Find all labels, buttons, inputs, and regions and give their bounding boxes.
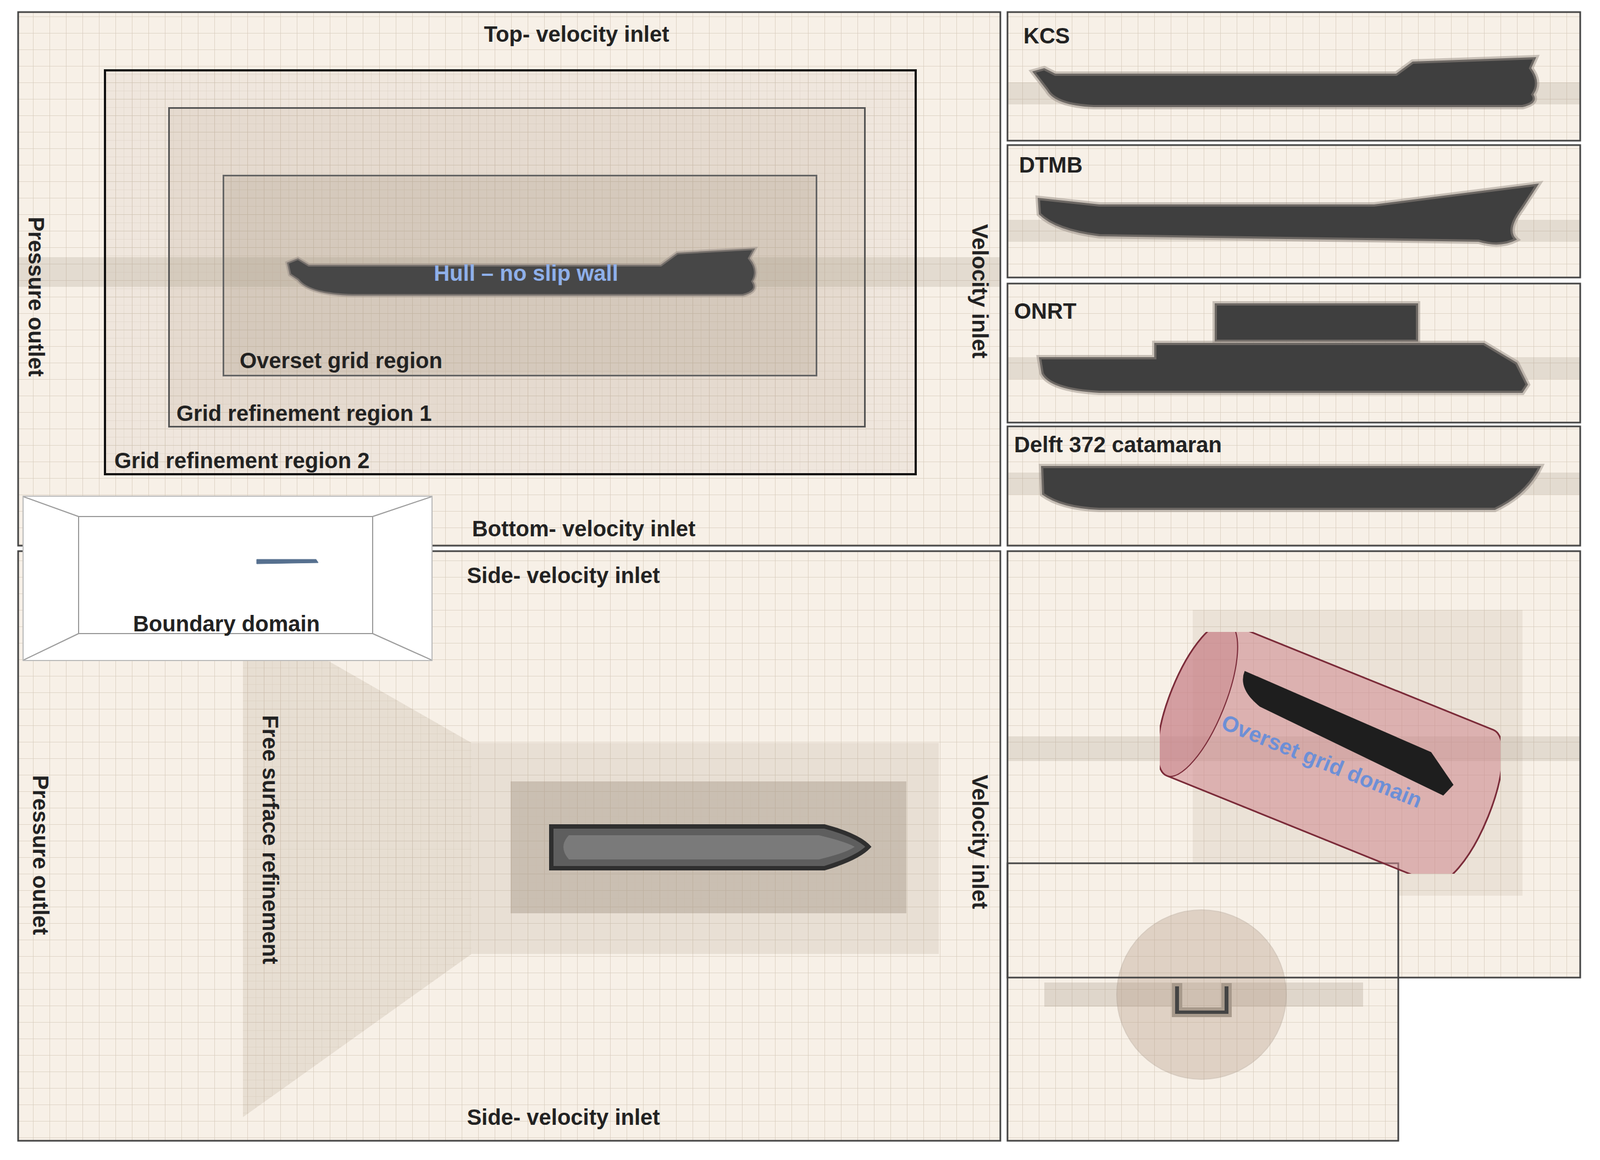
hull-shape: Hull – no slip wall	[283, 246, 759, 298]
region-label: Side- velocity inlet	[466, 563, 660, 588]
region-label: Overset grid region	[239, 348, 443, 373]
hull-panel: Delft 372 catamaran	[1007, 426, 1581, 546]
rotated-label: Free surface refinement	[258, 715, 283, 965]
overset-cylinder: Overset grid domain	[1159, 632, 1501, 874]
hull-panel: ONRT	[1007, 283, 1581, 423]
hull-panel: DTMB	[1007, 145, 1581, 278]
rotated-label: Pressure outlet	[28, 774, 53, 935]
region-label: Grid refinement region 1	[176, 401, 433, 426]
refinement-region: Grid refinement region 2 Grid refinement …	[103, 69, 917, 476]
rotated-label: Velocity inlet	[967, 774, 993, 910]
region-label: Bottom- velocity inlet	[472, 516, 696, 541]
refinement-region: Grid refinement region 1 Overset grid reg…	[168, 107, 866, 428]
region-label: Side- velocity inlet	[466, 1105, 660, 1130]
region-label: Boundary domain	[133, 611, 320, 636]
boundary-domain-inset: Boundary domain	[22, 495, 433, 662]
hull-panel: KCS	[1007, 12, 1581, 141]
rotated-label: Velocity inlet	[967, 224, 993, 359]
region-label: ONRT	[1014, 299, 1077, 324]
rotated-label: Pressure outlet	[24, 216, 49, 377]
region-label: Hull – no slip wall	[433, 261, 619, 286]
region-label: DTMB	[1019, 152, 1083, 177]
region-label: Delft 372 catamaran	[1014, 432, 1222, 457]
region-label: KCS	[1023, 23, 1070, 48]
side-view-panel: Top- velocity inletPressure outlet Veloci…	[18, 12, 1001, 546]
region-label: Grid refinement region 2	[114, 448, 370, 473]
overset-region: Overset grid region Hull – no slip wall	[222, 174, 818, 377]
region-label: Top- velocity inlet	[483, 21, 669, 47]
